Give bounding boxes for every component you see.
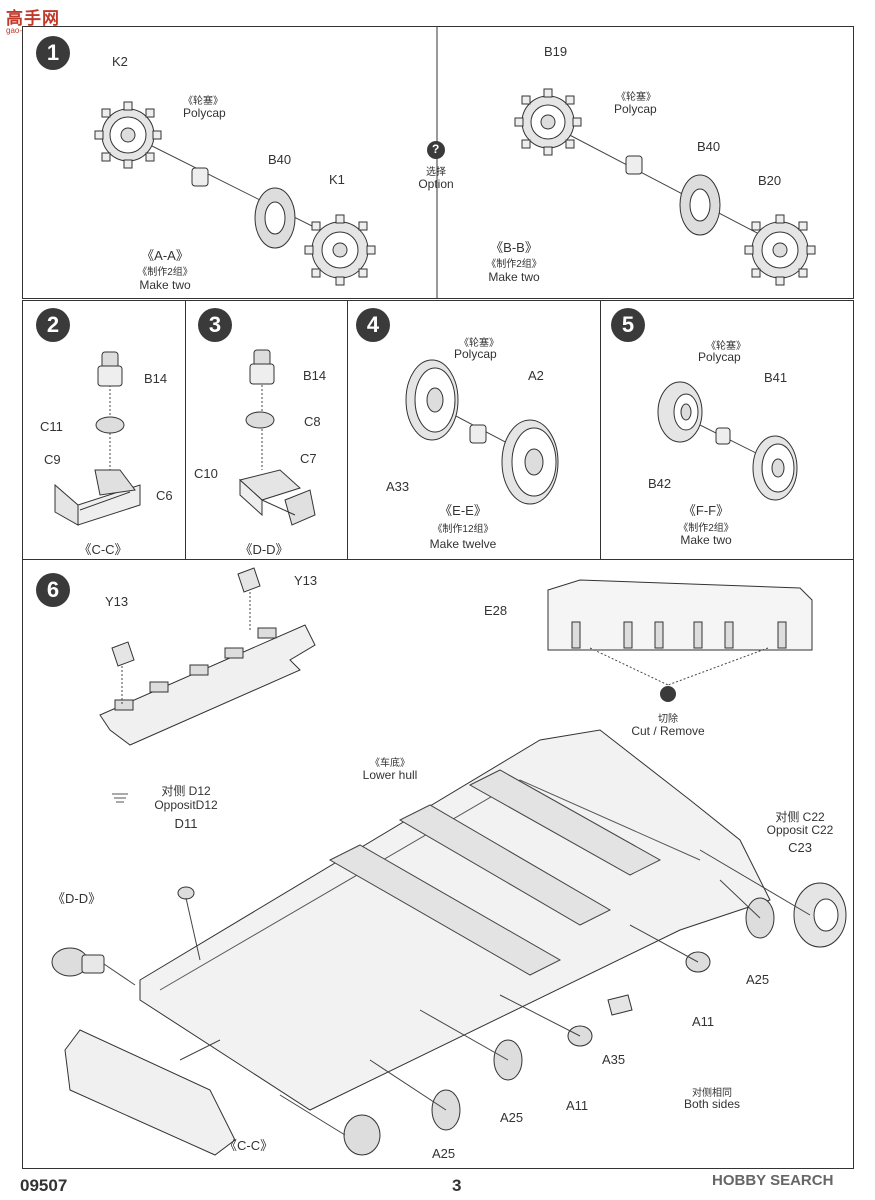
make-two-cn-a: 《制作2组》 <box>137 267 193 278</box>
option-en-label: Option <box>418 177 454 191</box>
part-c11-label: C11 <box>40 419 63 434</box>
step-3-panel <box>185 300 348 560</box>
step-3-number: 3 <box>198 308 232 342</box>
group-aa-label: 《A-A》 <box>141 248 189 263</box>
group-ff-label: 《F-F》 <box>682 503 730 518</box>
make-two-en-a: Make two <box>139 278 191 292</box>
cut-cn-label: 切除 <box>658 714 678 725</box>
group-cc-label: 《C-C》 <box>78 542 128 557</box>
part-d11-label: D11 <box>174 816 198 831</box>
polycap-1a <box>191 167 209 187</box>
hull-en-label: Lower hull <box>362 768 418 782</box>
wheel-b40-b <box>679 174 721 236</box>
sprocket-k1 <box>304 214 376 286</box>
page-number: 3 <box>452 1176 462 1195</box>
polycap-cn-label: 《轮塞》 <box>183 96 223 107</box>
polycap-cn-4: 《轮塞》 <box>459 338 499 349</box>
opp-c22-cn-label: 对侧 C22 <box>775 810 825 824</box>
part-a11-label-a: A11 <box>692 1014 715 1029</box>
part-b40-label: B40 <box>268 152 292 167</box>
both-sides-en: Both sides <box>683 1097 741 1111</box>
part-b14-label: B14 <box>144 371 168 386</box>
make-two-cn-5: 《制作2组》 <box>678 523 734 534</box>
part-k2-label: K2 <box>112 54 128 69</box>
polycap-en-4: Polycap <box>454 347 497 361</box>
part-c8-label: C8 <box>304 414 321 429</box>
polycap-cn-5: 《轮塞》 <box>706 341 746 352</box>
logo-text: 高手网 <box>6 9 60 28</box>
wheel-b40-a <box>254 187 296 249</box>
step-1-left-drawing <box>94 101 376 286</box>
part-c6-label: C6 <box>156 488 173 503</box>
part-e28-label: E28 <box>484 603 508 618</box>
part-c10-label: C10 <box>194 466 218 481</box>
polycap-en-5: Polycap <box>698 350 741 364</box>
part-b40-label-b: B40 <box>697 139 721 154</box>
opp-d12-cn-label: 对侧 D12 <box>161 784 211 798</box>
step-4-number: 4 <box>356 308 390 342</box>
dd-group-label-6: 《D-D》 <box>52 891 102 906</box>
sprocket-b20 <box>744 214 816 286</box>
part-a35-label: A35 <box>602 1052 626 1067</box>
sprocket-k2 <box>94 101 162 169</box>
step-1-number: 1 <box>36 36 70 70</box>
part-b19-label: B19 <box>544 44 568 59</box>
make-twelve-cn: 《制作12组》 <box>432 524 494 535</box>
step-6-number: 6 <box>36 573 70 607</box>
step-2-number: 2 <box>36 308 70 342</box>
part-a11-label-b: A11 <box>566 1098 589 1113</box>
part-b14-label-3: B14 <box>303 368 327 383</box>
cut-en-label: Cut / Remove <box>631 724 705 738</box>
part-a25-label-c: A25 <box>432 1146 456 1161</box>
polycap-en-label-b: Polycap <box>614 102 657 116</box>
sprocket-b19 <box>514 88 582 156</box>
make-two-en-5: Make two <box>680 533 732 547</box>
step-1-divider <box>436 27 438 298</box>
option-icon-glyph: ? <box>432 142 440 156</box>
polycap-cn-label-b: 《轮塞》 <box>616 92 656 103</box>
group-bb-label: 《B-B》 <box>490 240 538 255</box>
step-1-right-drawing <box>514 88 816 286</box>
product-code: 09507 <box>20 1176 68 1195</box>
part-c23-label: C23 <box>788 840 812 855</box>
opp-d12-en-label: OppositD12 <box>154 798 218 812</box>
hull-cn-label: 《车底》 <box>370 758 410 769</box>
step-5-number: 5 <box>611 308 645 342</box>
cc-group-label-6: 《C-C》 <box>224 1138 274 1153</box>
polycap-1b <box>625 155 643 175</box>
step-3-drawing <box>238 349 316 526</box>
part-b42-label: B42 <box>648 476 672 491</box>
both-sides-cn: 对侧相同 <box>692 1088 732 1099</box>
part-c9-label: C9 <box>44 452 61 467</box>
part-k1-label: K1 <box>329 172 345 187</box>
step-4-drawing <box>405 359 559 505</box>
part-a25-label-b: A25 <box>500 1110 524 1125</box>
part-b41-label: B41 <box>764 370 788 385</box>
part-a2-label: A2 <box>528 368 544 383</box>
watermark: HOBBY SEARCH <box>712 1172 834 1189</box>
part-y13-label-a: Y13 <box>294 573 318 588</box>
option-cn-label: 选择 <box>426 167 446 178</box>
group-dd-label: 《D-D》 <box>239 542 289 557</box>
part-c7-label: C7 <box>300 451 317 466</box>
step-5-drawing <box>657 381 798 501</box>
part-b20-label: B20 <box>758 173 782 188</box>
make-two-cn-b: 《制作2组》 <box>486 259 542 270</box>
polycap-en-label: Polycap <box>183 106 226 120</box>
part-y13-label-b: Y13 <box>105 594 129 609</box>
step-1-panel <box>22 26 854 299</box>
step-2-drawing <box>54 351 141 526</box>
part-a33-label: A33 <box>386 479 410 494</box>
option-icon <box>427 141 445 159</box>
make-twelve-en: Make twelve <box>429 537 497 551</box>
make-two-en-b: Make two <box>488 270 540 284</box>
group-ee-label: 《E-E》 <box>439 503 487 518</box>
opp-c22-en-label: Opposit C22 <box>766 823 834 837</box>
part-a25-label-a: A25 <box>746 972 770 987</box>
